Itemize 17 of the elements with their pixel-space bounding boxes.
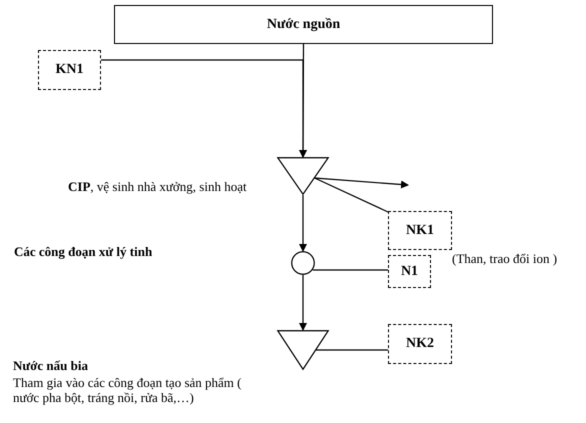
control-point-box: NK1 <box>388 211 452 250</box>
connector-line <box>314 177 388 213</box>
annotation-text: (Than, trao đổi ion ) <box>452 251 558 266</box>
arrow <box>101 59 307 158</box>
step-label: Các công đoạn xử lý tinh <box>14 244 152 259</box>
connector-line <box>312 269 388 271</box>
source-box: Nước nguồn <box>114 5 493 44</box>
control-point-box: N1 <box>388 255 431 288</box>
annotation-text: Tham gia vào các công đoạn tạo sản phẩm ( nước pha bột, tráng nồi, rửa bã,…) <box>13 375 242 405</box>
arrow <box>299 275 307 331</box>
control-point-box: NK2 <box>388 324 452 364</box>
control-point-box: KN1 <box>38 50 101 90</box>
arrow <box>314 177 409 188</box>
connector-line <box>316 349 388 351</box>
annotation-text: CIP, vệ sinh nhà xưởng, sinh hoạt <box>68 179 247 194</box>
arrow <box>299 195 307 252</box>
annotation-text: Nước nấu bia <box>13 358 88 373</box>
